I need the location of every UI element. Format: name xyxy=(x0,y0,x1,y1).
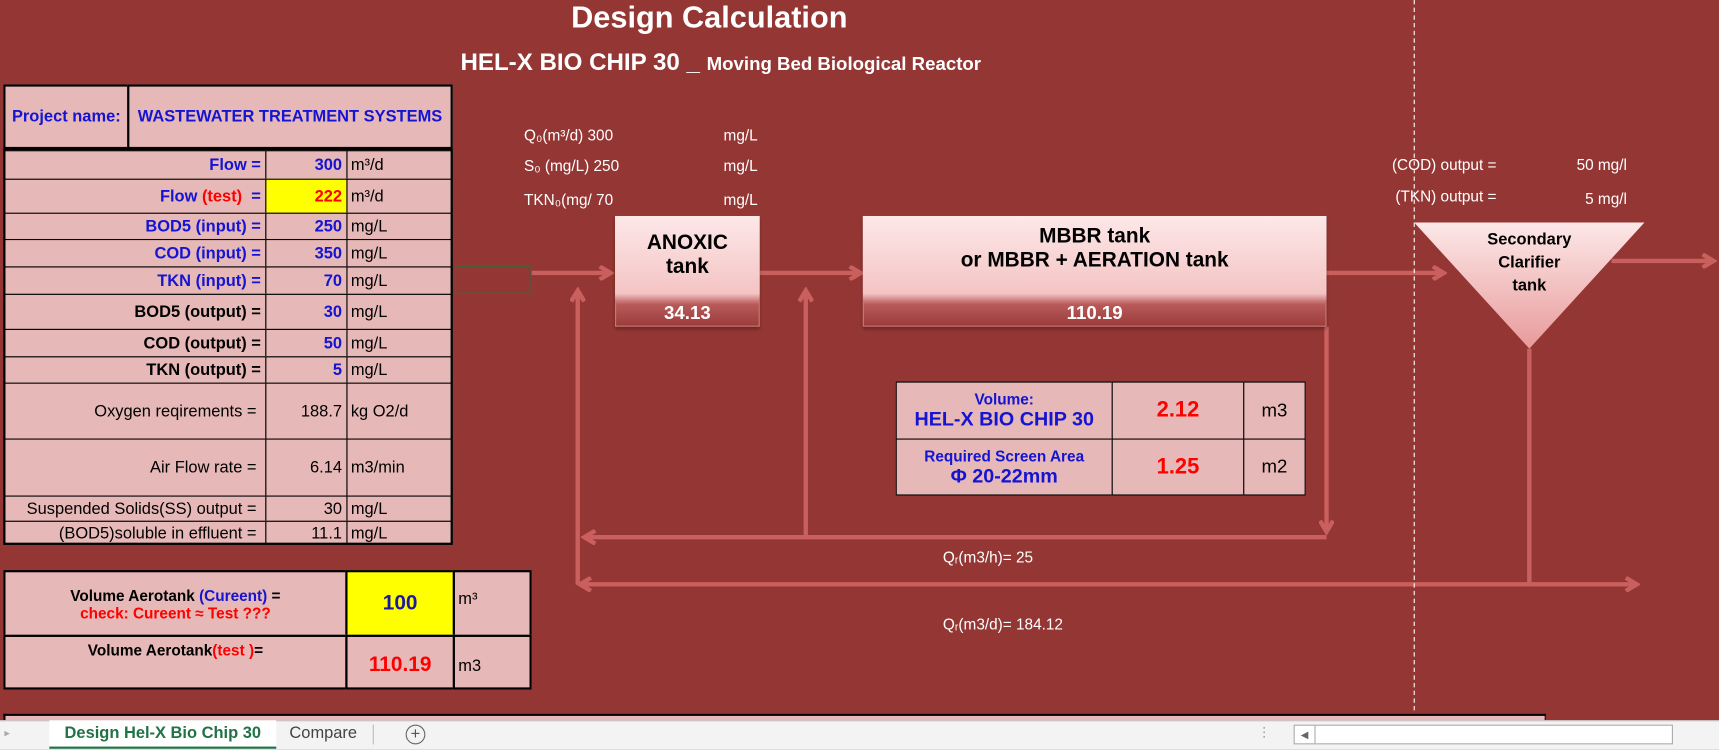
output-tkn-label: (TKN) output = xyxy=(1395,187,1497,206)
qr-daily: Qᵣ(m3/d)= 184.12 xyxy=(942,615,1063,633)
param-unit: m³/d xyxy=(346,150,453,180)
add-sheet-icon[interactable]: + xyxy=(405,724,426,745)
param-value: 6.14 xyxy=(265,438,348,497)
label-eq: = xyxy=(267,585,281,604)
splitter-handle-icon[interactable]: ⋮ xyxy=(1257,724,1271,741)
subtitle-main: HEL-X BIO CHIP 30 _ xyxy=(460,48,700,76)
media-volume-label2: HEL-X BIO CHIP 30 xyxy=(914,407,1094,430)
tab-compare[interactable]: Compare xyxy=(289,723,358,743)
param-value[interactable]: 300 xyxy=(265,150,348,180)
param-value[interactable]: 250 xyxy=(265,212,348,241)
label-text: Volume Aerotank xyxy=(70,585,200,604)
clarifier-shape xyxy=(1414,222,1645,349)
volume-test-label: Volume Aerotank (test ) = xyxy=(3,634,348,690)
param-label-part: (test) xyxy=(201,186,243,206)
media-volume-label1: Volume: xyxy=(974,390,1034,408)
param-label: Flow (test) = xyxy=(3,178,267,214)
output-cod-label: (COD) output = xyxy=(1391,155,1497,174)
label-text: Volume Aerotank xyxy=(87,641,213,659)
param-unit: mg/L xyxy=(346,495,453,522)
anoxic-title: ANOXIC xyxy=(646,231,728,255)
horizontal-scrollbar[interactable]: ◀ xyxy=(1293,724,1673,745)
tab-divider xyxy=(372,724,374,745)
param-label: Suspended Solids(SS) output = xyxy=(3,495,267,522)
param-unit: mg/L xyxy=(346,328,453,358)
page-subtitle: HEL-X BIO CHIP 30 _ Moving Bed Biologica… xyxy=(460,48,981,77)
screen-area-label: Required Screen Area Φ 20-22mm xyxy=(895,438,1113,496)
param-label: Air Flow rate = xyxy=(3,438,267,497)
screen-area-unit: m2 xyxy=(1243,438,1306,496)
param-unit: m³/d xyxy=(346,178,453,214)
volume-current-unit: m³ xyxy=(452,570,532,637)
mbbr-volume: 110.19 xyxy=(862,300,1327,327)
clarifier-line3: tank xyxy=(1512,276,1547,295)
param-unit: m3/min xyxy=(346,438,453,497)
screen-area-label1: Required Screen Area xyxy=(924,446,1085,465)
input-s0: S₀ (mg/L) 250 xyxy=(524,156,620,175)
param-label: BOD5 (input) = xyxy=(3,212,267,241)
anoxic-volume: 34.13 xyxy=(615,300,760,327)
screen-area-value: 1.25 xyxy=(1111,438,1245,496)
mbbr-tank: MBBR tank or MBBR + AERATION tank 110.19 xyxy=(862,215,1327,327)
input-q0: Q₀(m³/d) 300 xyxy=(524,126,614,144)
media-volume-unit: m3 xyxy=(1243,381,1306,440)
input-q0-unit: mg/L xyxy=(723,126,758,144)
media-volume-value: 2.12 xyxy=(1111,381,1245,440)
mbbr-subtitle: or MBBR + AERATION tank xyxy=(960,248,1229,272)
tab-design-hel-x[interactable]: Design Hel-X Bio Chip 30 xyxy=(49,720,277,749)
param-value[interactable]: 30 xyxy=(265,293,348,330)
qr-hourly: Qᵣ(m3/h)= 25 xyxy=(942,548,1034,566)
input-tkn0: TKN₀(mg/ 70 xyxy=(524,190,614,209)
param-label-part: Flow xyxy=(159,186,202,206)
param-label: COD (output) = xyxy=(3,328,267,358)
screen-area-label2: Φ 20-22mm xyxy=(950,464,1058,487)
input-tkn0-unit: mg/L xyxy=(723,190,758,209)
sheet-tab-bar: ▸ Design Hel-X Bio Chip 30 Compare + ⋮ ◀ xyxy=(0,720,1719,750)
param-label: Oxygen reqirements = xyxy=(3,382,267,440)
mbbr-title: MBBR tank xyxy=(1039,224,1151,248)
output-tkn-value: 5 mg/l xyxy=(1585,189,1627,208)
input-s0-unit: mg/L xyxy=(723,156,758,175)
label-test: (test ) xyxy=(212,641,255,659)
anoxic-subtitle: tank xyxy=(665,255,709,279)
param-value[interactable]: 350 xyxy=(265,238,348,268)
next-table-edge xyxy=(3,713,1546,721)
media-volume-label: Volume: HEL-X BIO CHIP 30 xyxy=(895,381,1113,440)
output-cod-value: 50 mg/l xyxy=(1576,155,1627,174)
param-label: BOD5 (output) = xyxy=(3,293,267,330)
param-value[interactable]: 50 xyxy=(265,328,348,358)
clarifier-line2: Clarifier xyxy=(1498,253,1561,272)
clarifier-line1: Secondary xyxy=(1487,230,1572,249)
param-unit: mg/L xyxy=(346,293,453,330)
param-unit: mg/L xyxy=(346,238,453,268)
subtitle-small: Moving Bed Biological Reactor xyxy=(706,53,982,75)
label-current: (Cureent) xyxy=(199,585,268,604)
param-value: 30 xyxy=(265,495,348,522)
anoxic-tank: ANOXIC tank 34.13 xyxy=(615,215,760,327)
tab-scroll-icon[interactable]: ▸ xyxy=(4,727,10,741)
volume-test-unit: m3 xyxy=(452,634,532,690)
check-note: check: Cureent ≈ Test ??? xyxy=(80,603,271,622)
label-eq: = xyxy=(254,641,264,659)
project-name[interactable]: WASTEWATER TREATMENT SYSTEMS xyxy=(127,84,453,150)
param-label-part: = xyxy=(242,186,261,206)
param-unit: mg/L xyxy=(346,212,453,241)
scroll-left-icon[interactable]: ◀ xyxy=(1295,725,1316,744)
volume-current-input[interactable]: 100 xyxy=(345,570,455,637)
page-title: Design Calculation xyxy=(571,0,848,34)
param-label: Flow = xyxy=(3,150,267,180)
clarifier-label: Secondary Clarifier tank xyxy=(1447,228,1611,297)
param-label: COD (input) = xyxy=(3,238,267,268)
selected-cell[interactable] xyxy=(454,266,532,294)
volume-current-label: Volume Aerotank (Cureent) = check: Curee… xyxy=(3,570,348,637)
